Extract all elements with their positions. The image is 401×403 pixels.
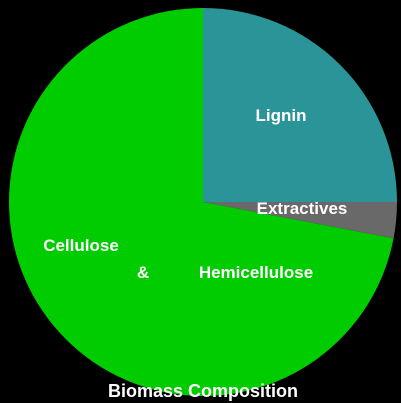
slice-label-lignin: Lignin	[256, 106, 307, 125]
slice-label-ampersand: &	[137, 263, 149, 282]
pie-slice-cellulose-hemicellulose	[8, 7, 394, 397]
slice-label-hemicellulose: Hemicellulose	[199, 263, 313, 282]
pie-slices	[8, 7, 397, 397]
pie-slice-extractives	[203, 202, 397, 239]
slice-label-extractives: Extractives	[257, 199, 348, 218]
pie-slice-lignin	[203, 8, 397, 202]
chart-title: Biomass Composition	[108, 381, 298, 401]
slice-label-cellulose: Cellulose	[43, 236, 119, 255]
